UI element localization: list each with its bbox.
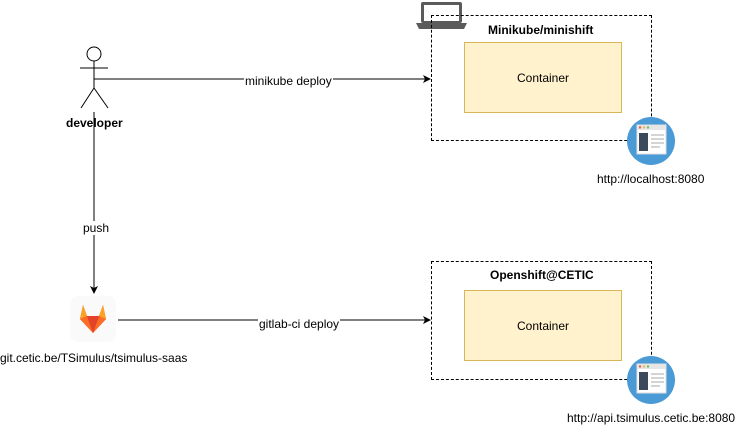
developer-label: developer xyxy=(66,116,123,130)
local-container-label: Container xyxy=(516,70,570,85)
local-cluster-box xyxy=(431,15,652,141)
edge-label-push: push xyxy=(82,221,111,235)
edge-label-minikube-deploy: minikube deploy xyxy=(244,74,333,88)
remote-url-label: http://api.tsimulus.cetic.be:8080 xyxy=(567,411,736,425)
local-cluster-title: Minikube/minishift xyxy=(488,23,594,37)
local-url-label: http://localhost:8080 xyxy=(597,172,705,186)
local-container-box: Container xyxy=(464,42,622,113)
remote-cluster-box xyxy=(431,261,652,380)
gitlab-fox-icon xyxy=(70,296,116,342)
remote-container-label: Container xyxy=(516,318,570,333)
remote-cluster-title: Openshift@CETIC xyxy=(490,268,594,282)
edge-label-gitlab-ci-deploy: gitlab-ci deploy xyxy=(258,317,341,331)
gitlab-repo-label: git.cetic.be/TSimulus/tsimulus-saas xyxy=(0,351,188,365)
remote-container-box: Container xyxy=(464,290,622,361)
developer-actor-icon xyxy=(80,46,109,109)
